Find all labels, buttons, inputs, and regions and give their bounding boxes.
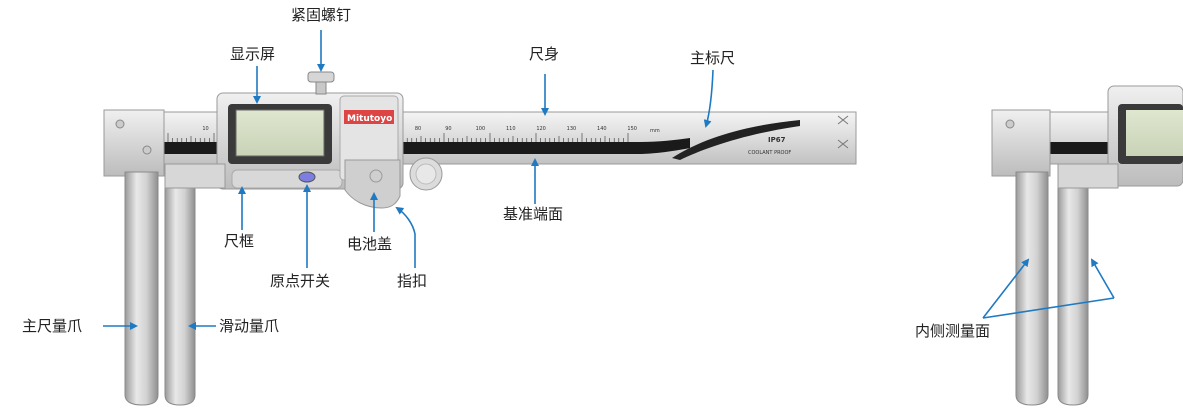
label-slide-jaw: 滑动量爪 [219,317,280,335]
beam-end-marks [837,115,849,149]
fixed-head-screw [115,119,125,129]
partial-screw [1005,119,1015,129]
label-beam: 尺身 [529,45,560,63]
lcd-screen [235,109,325,157]
scale-number: 90 [445,126,451,132]
scale-number: 100 [476,126,486,132]
battery-cover-mark [369,169,383,183]
partial-jaw-connector [1057,163,1119,189]
scale-number: 120 [536,126,546,132]
slide-jaw-connector [164,163,226,189]
arrow-thumb-roller [395,206,416,268]
scale-number: 110 [506,126,516,132]
caliper-illustration: 102030405060708090100110120130140150 mm … [103,71,857,406]
partial-main-jaw [1015,171,1049,406]
scale-number: 80 [415,126,421,132]
callout-arrows [103,30,1115,330]
arrow-inside-face-right-up [1090,258,1115,299]
arrow-inside-face-right [982,297,1115,319]
thumb-roller-inner [415,163,437,185]
slider-lower [231,169,343,189]
label-main-jaw: 主尺量爪 [22,317,83,335]
ip-logo: IP67 [768,136,786,144]
label-clamp-screw: 紧固螺钉 [291,6,352,24]
scale-number: 130 [567,126,577,132]
label-main-scale: 主标尺 [690,49,736,67]
slide-jaw [164,185,196,406]
brand-logo: Mitutoyo [347,114,392,124]
label-battery-cover: 电池盖 [347,235,393,253]
caliper-partial-view [991,85,1183,406]
battery-cover-shape [344,159,401,209]
brand-badge [344,110,394,124]
origin-button [298,171,316,183]
fixed-head-screw-2 [142,145,152,155]
label-slider: 尺框 [224,232,255,250]
label-thumb-roller: 指扣 [397,272,428,290]
arrow-main-scale [703,69,714,128]
main-scale-swoosh [672,120,800,160]
arrow-inside-face-left [982,258,1030,319]
label-reference-edge: 基准端面 [503,205,564,223]
unit-label: mm [650,128,660,134]
label-display: 显示屏 [230,45,276,63]
coolant-proof-text: COOLANT PROOF [748,150,791,156]
scale-number: 10 [202,126,208,132]
partial-slide-jaw [1057,185,1089,406]
main-jaw [124,171,159,406]
scale-number: 140 [597,126,607,132]
label-inside-face: 内侧测量面 [915,322,991,340]
partial-fixed-head [991,109,1051,177]
partial-lcd [1126,110,1183,156]
label-origin-switch: 原点开关 [270,272,331,290]
clamp-screw-head [307,71,335,83]
fixed-head [103,109,165,177]
scale-number: 150 [627,126,637,132]
